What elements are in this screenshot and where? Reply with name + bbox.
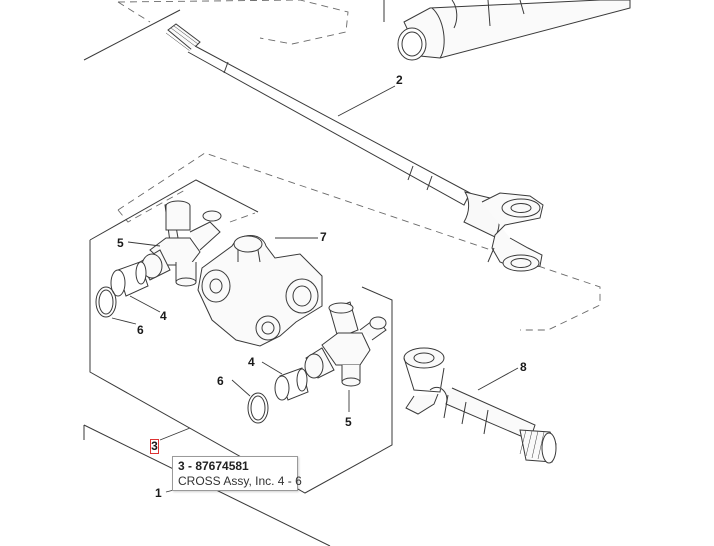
callout-4-left[interactable]: 4 xyxy=(160,309,167,323)
callout-6-right[interactable]: 6 xyxy=(217,374,224,388)
dashed-outlines xyxy=(117,0,601,331)
callout-3[interactable]: 3 xyxy=(151,439,158,453)
callout-2[interactable]: 2 xyxy=(396,73,403,87)
callout-7[interactable]: 7 xyxy=(320,230,327,244)
callout-3-highlight xyxy=(150,439,159,454)
snap-ring-right xyxy=(247,392,269,424)
tooltip-part-description: CROSS Assy, Inc. 4 - 6 xyxy=(178,474,302,488)
callout-5-lower[interactable]: 5 xyxy=(345,415,352,429)
callout-4-right[interactable]: 4 xyxy=(248,355,255,369)
part-tooltip: 3 - 87674581 CROSS Assy, Inc. 4 - 6 xyxy=(172,456,302,491)
assembly-frames xyxy=(83,9,393,546)
cross-lower xyxy=(304,301,387,387)
shaft-8 xyxy=(403,347,557,464)
callout-1[interactable]: 1 xyxy=(155,486,162,500)
callout-8[interactable]: 8 xyxy=(520,360,527,374)
callout-6-left[interactable]: 6 xyxy=(137,323,144,337)
bearing-cup-right xyxy=(274,367,309,401)
shaft-2-yoke xyxy=(481,192,544,272)
coupling-yoke-7 xyxy=(197,235,323,347)
callout-labels: 2 7 5 4 6 4 6 5 8 1 xyxy=(117,73,527,500)
snap-ring-left xyxy=(95,286,117,318)
cross-upper xyxy=(139,200,222,287)
callout-5-upper[interactable]: 5 xyxy=(117,236,124,250)
tooltip-part-number: 3 - 87674581 xyxy=(178,459,249,473)
top-right-tube xyxy=(383,0,631,61)
bearing-cup-left xyxy=(110,261,149,297)
